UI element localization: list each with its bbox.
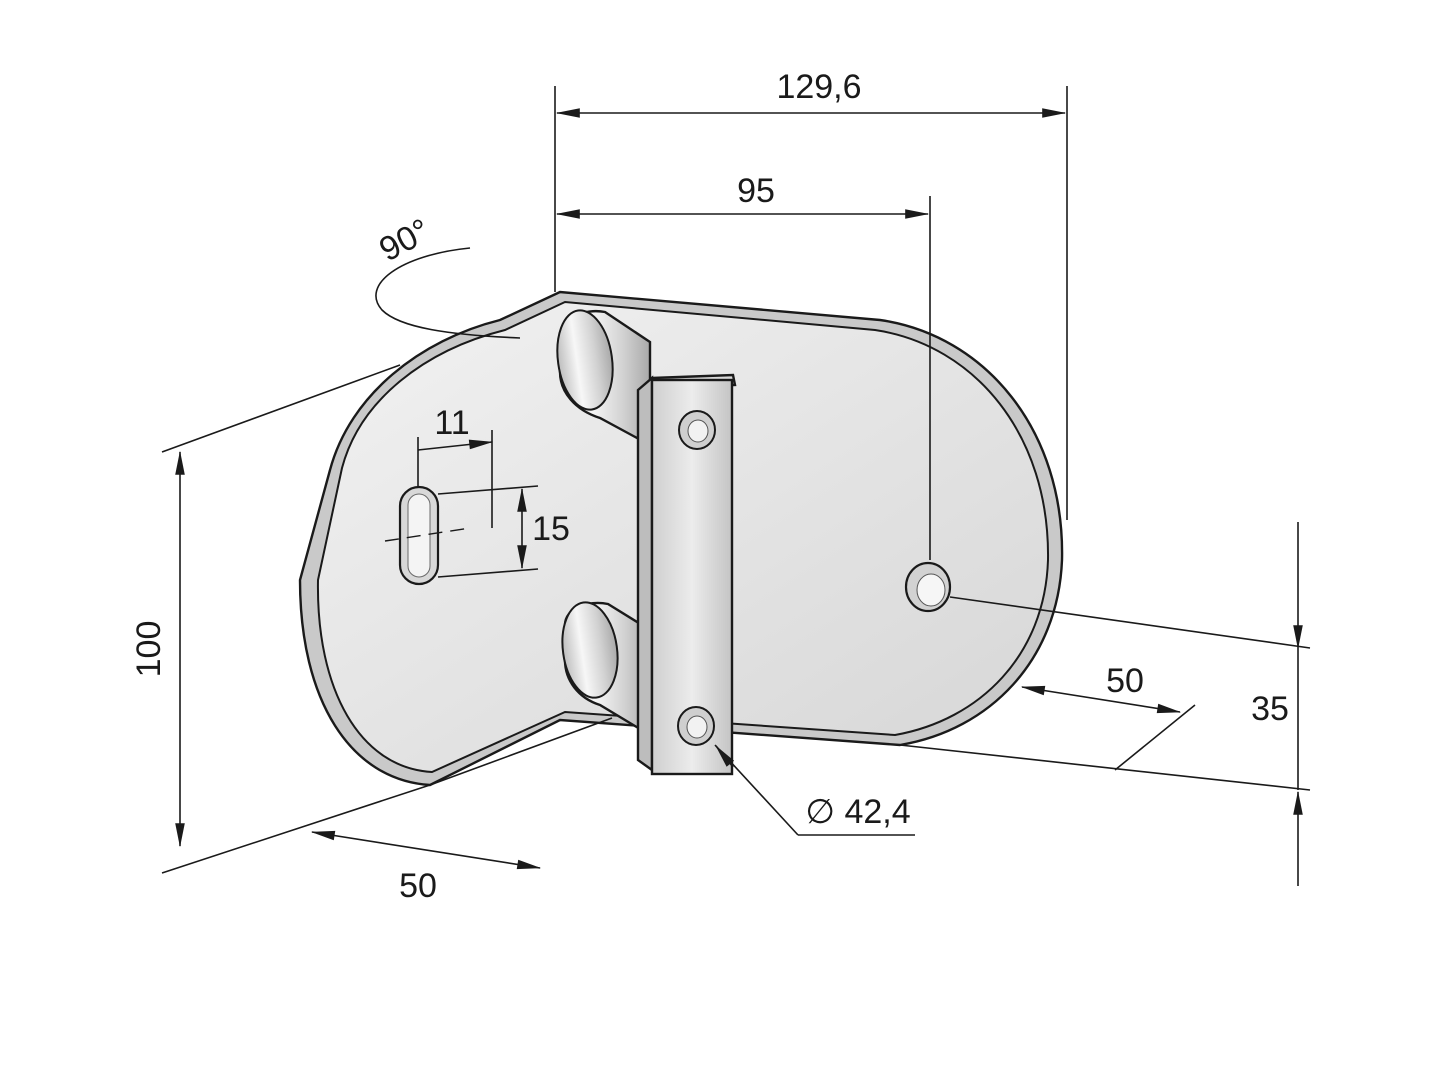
upper-pin bbox=[556, 309, 652, 448]
dim-slot-length: 15 bbox=[384, 485, 570, 578]
dim-depth-right-label: 50 bbox=[1106, 662, 1144, 700]
dim-slot-width-label: 11 bbox=[434, 404, 469, 442]
lower-pin bbox=[561, 601, 652, 738]
dim-diameter-label: ∅ 42,4 bbox=[805, 793, 910, 831]
dim-total-width: 129,6 bbox=[554, 68, 1068, 520]
dim-slot-length-label: 15 bbox=[532, 510, 570, 548]
dim-depth-left-label: 50 bbox=[399, 867, 437, 905]
dim-depth-left: 50 bbox=[310, 717, 613, 905]
dim-angle: 90° bbox=[373, 211, 521, 339]
dim-diameter: ∅ 42,4 bbox=[714, 744, 915, 836]
dim-hole-offset: 95 bbox=[555, 172, 931, 560]
dim-hole-height: 35 bbox=[949, 522, 1311, 886]
mounting-strap bbox=[636, 373, 737, 776]
dim-height: 100 bbox=[130, 364, 431, 874]
dim-depth-right: 50 bbox=[899, 662, 1311, 791]
dim-hole-offset-label: 95 bbox=[737, 172, 775, 210]
dim-hole-height-label: 35 bbox=[1251, 690, 1289, 728]
dim-angle-label: 90° bbox=[373, 211, 436, 269]
dim-total-width-label: 129,6 bbox=[776, 68, 861, 106]
dim-height-label: 100 bbox=[130, 621, 168, 678]
dim-slot-width: 11 bbox=[417, 404, 494, 528]
round-hole-inner bbox=[916, 573, 946, 607]
